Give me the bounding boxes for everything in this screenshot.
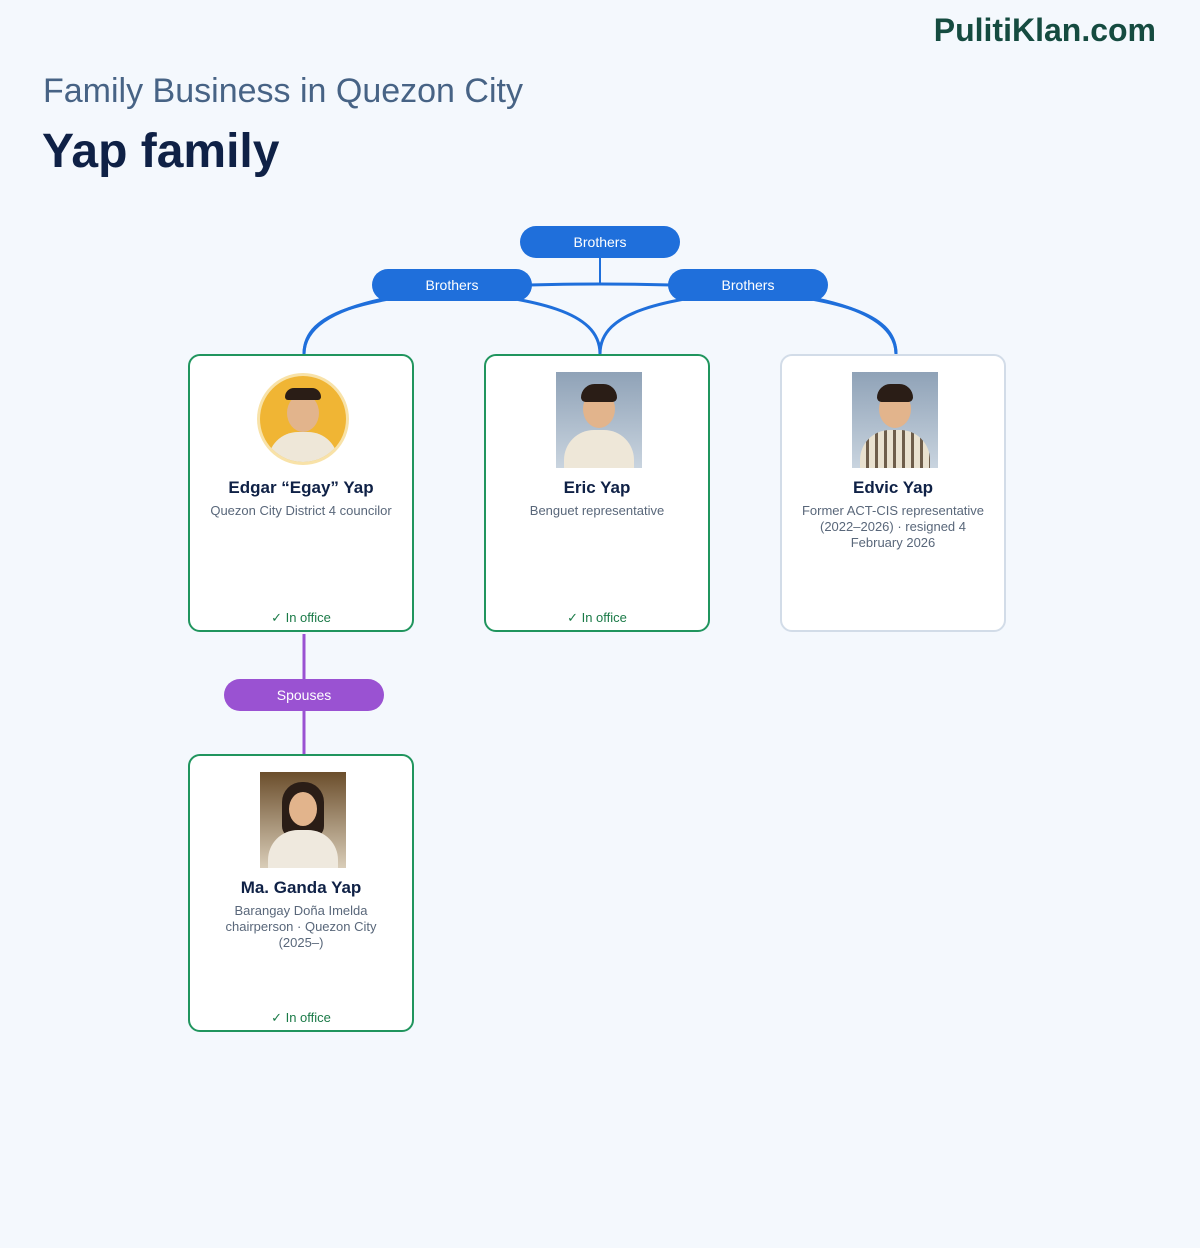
person-name: Ma. Ganda Yap <box>240 878 362 897</box>
site-brand: PulitiKlan.com <box>933 12 1156 48</box>
person-card-edvic[interactable]: Edvic Yap Former ACT-CIS representative … <box>780 354 1006 632</box>
portrait-photo <box>556 372 642 468</box>
person-name: Edgar “Egay” Yap <box>228 478 374 497</box>
status-badge: ✓ In office <box>271 610 331 625</box>
page-title: Yap family <box>42 125 280 178</box>
person-role: Former ACT-CIS representative (2022–2026… <box>801 503 985 550</box>
person-role: Quezon City District 4 councilor <box>210 503 392 518</box>
person-role: Barangay Doña Imelda chairperson · Quezo… <box>225 903 377 950</box>
top-brothers-label: Brothers <box>520 226 680 258</box>
spouses-label: Spouses <box>224 679 384 711</box>
right-brothers-label: Brothers <box>668 269 828 301</box>
person-role: Benguet representative <box>529 503 665 518</box>
person-card-eric[interactable]: Eric Yap Benguet representative ✓ In off… <box>484 354 710 632</box>
portrait-photo <box>260 772 346 868</box>
person-card-ganda[interactable]: Ma. Ganda Yap Barangay Doña Imelda chair… <box>188 754 414 1032</box>
person-name: Edvic Yap <box>852 478 933 497</box>
portrait-photo <box>852 372 938 468</box>
person-card-edgar[interactable]: Edgar “Egay” Yap Quezon City District 4 … <box>188 354 414 632</box>
page-subtitle: Family Business in Quezon City <box>43 72 523 110</box>
left-brothers-label: Brothers <box>372 269 532 301</box>
person-name: Eric Yap <box>563 478 631 497</box>
status-badge: ✓ In office <box>567 610 627 625</box>
portrait-photo <box>260 376 346 462</box>
status-badge: ✓ In office <box>271 1010 331 1025</box>
